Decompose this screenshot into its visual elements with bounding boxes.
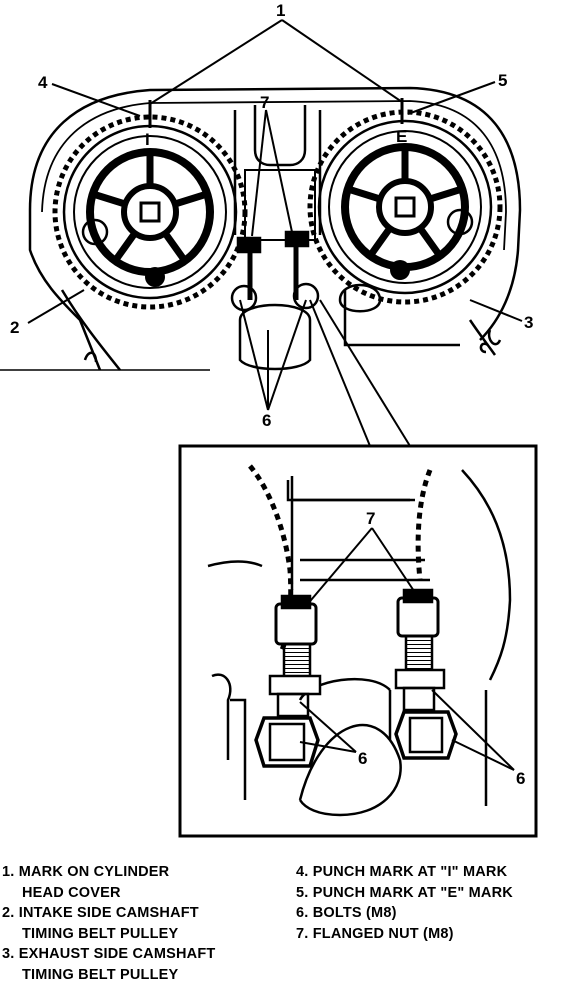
legend-item-7: 7. FLANGED NUT (M8) (296, 924, 513, 945)
legend-right-column: 4. PUNCH MARK AT "I" MARK 5. PUNCH MARK … (296, 862, 513, 944)
right-head-box (345, 290, 460, 345)
intake-camshaft-pulley: I (55, 100, 245, 307)
callout-7-top: 7 (260, 93, 269, 112)
detail-right-pulley-edge (418, 470, 430, 580)
right-tick (489, 330, 500, 344)
exhaust-camshaft-pulley: E (310, 98, 500, 302)
nut-top-right (286, 232, 308, 246)
callout-1: 1 (276, 1, 285, 20)
legend-item-2-cont: TIMING BELT PULLEY (2, 924, 215, 945)
intake-i-letter: I (145, 130, 150, 149)
callout-7-detail: 7 (366, 509, 375, 528)
timing-belt (30, 88, 520, 340)
legend-item-3: 3. EXHAUST SIDE CAMSHAFT (2, 944, 215, 965)
callout-3: 3 (524, 313, 533, 332)
legend-left-column: 1. MARK ON CYLINDER HEAD COVER 2. INTAKE… (2, 862, 215, 985)
detail-view: 7 6 6 (180, 446, 536, 836)
legend-item-1-cont: HEAD COVER (2, 883, 215, 904)
callout-6-detail-right: 6 (516, 769, 525, 788)
detail-left-stud (256, 596, 320, 766)
callout-6-detail-left: 6 (358, 749, 367, 768)
exhaust-e-letter: E (396, 127, 407, 146)
legend-item-2: 2. INTAKE SIDE CAMSHAFT (2, 903, 215, 924)
legend-item-6: 6. BOLTS (M8) (296, 903, 513, 924)
callout-4: 4 (38, 73, 48, 92)
callout-6-top: 6 (262, 411, 271, 430)
top-leader-lines (28, 20, 522, 446)
head-cover-left-2 (62, 290, 120, 370)
legend-item-4: 4. PUNCH MARK AT "I" MARK (296, 862, 513, 883)
head-cover-bottom-right (481, 344, 488, 352)
camshaft-timing-diagram: I E 1 (0, 0, 576, 860)
legend-item-1: 1. MARK ON CYLINDER (2, 862, 215, 883)
lower-bore (240, 305, 310, 369)
head-cover-left (30, 210, 100, 370)
callout-2: 2 (10, 318, 19, 337)
detail-right-stud (396, 590, 456, 758)
head-cover-bottom-left (85, 353, 96, 362)
callout-5: 5 (498, 71, 507, 90)
detail-frame (180, 446, 536, 836)
legend-item-5: 5. PUNCH MARK AT "E" MARK (296, 883, 513, 904)
